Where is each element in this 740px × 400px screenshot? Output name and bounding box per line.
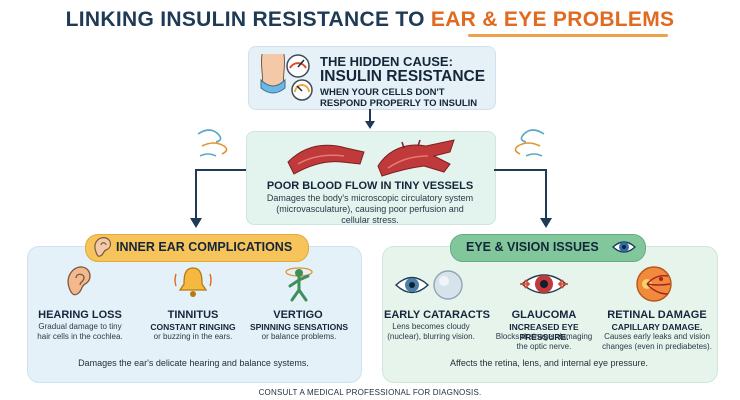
hearing-loss-heading: HEARING LOSS <box>38 309 122 321</box>
arrow-head-eye <box>540 218 552 228</box>
glaucoma-description: Blocks drainage, damaging the optic nerv… <box>495 332 593 351</box>
hearing-loss-description: Gradual damage to tiny hair cells in the… <box>37 322 123 341</box>
vertigo-description: or balance problems. <box>261 332 337 341</box>
eye-icon <box>611 241 637 253</box>
cause-description: WHEN YOUR CELLS DON'T RESPOND PROPERLY T… <box>320 87 478 109</box>
ear-icon <box>94 237 112 257</box>
arrow-to-ear <box>195 169 246 222</box>
vertigo-heading: VERTIGO <box>273 309 323 321</box>
glaucoma-heading: GLAUCOMA <box>511 309 577 321</box>
hidden-cause-box <box>248 46 496 110</box>
arrow-to-eye <box>494 169 547 222</box>
inner-ear-title: INNER EAR COMPLICATIONS <box>116 240 293 254</box>
retina-icon <box>636 266 672 302</box>
inner-ear-title-pill <box>85 234 309 262</box>
title-part-1: LINKING INSULIN RESISTANCE TO <box>65 8 431 31</box>
vertigo-person-icon <box>285 267 313 302</box>
tinnitus-heading: TINNITUS <box>167 309 219 321</box>
disclaimer-footer: CONSULT A MEDICAL PROFESSIONAL FOR DIAGN… <box>258 388 482 397</box>
blood-flow-description: Damages the body's microscopic circulato… <box>266 193 474 225</box>
retinal-damage-description: Causes early leaks and vision changes (e… <box>602 332 712 351</box>
glaucoma-subheading: INCREASED EYE PRESSURE. <box>509 322 579 342</box>
title-part-2-highlight: EAR & EYE PROBLEMS <box>430 8 675 31</box>
inner-ear-footer: Damages the ear's delicate hearing and b… <box>78 358 309 368</box>
body-gauge-icon <box>260 53 313 101</box>
cause-title: INSULIN RESISTANCE <box>320 68 486 85</box>
vertigo-subheading: SPINNING SENSATIONS <box>249 322 349 332</box>
retinal-damage-heading: RETINAL DAMAGE <box>607 309 707 321</box>
retinal-damage-subheading: CAPILLARY DAMAGE. <box>611 322 703 332</box>
arrow-head-ear <box>190 218 202 228</box>
hearing-ear-icon <box>67 266 91 296</box>
arrow-down-icon <box>365 109 375 129</box>
tinnitus-subheading: CONSTANT RINGING <box>150 322 236 332</box>
blood-flow-heading: POOR BLOOD FLOW IN TINY VESSELS <box>266 180 474 192</box>
swirl-decoration-left <box>197 129 228 157</box>
cataracts-heading: EARLY CATARACTS <box>384 309 490 321</box>
glaucoma-eye-icon <box>520 274 568 294</box>
tinnitus-description: or buzzing in the ears. <box>153 332 233 341</box>
eye-vision-title: EYE & VISION ISSUES <box>466 240 599 254</box>
cataracts-description: Lens becomes cloudy (nuclear), blurring … <box>387 322 475 341</box>
blood-vessel-icon <box>287 139 455 177</box>
blood-flow-box <box>246 131 496 225</box>
page-title: LINKING INSULIN RESISTANCE TO EAR & EYE … <box>0 8 740 32</box>
cataract-eye-icon <box>394 270 463 300</box>
cause-label: THE HIDDEN CAUSE: <box>320 54 453 69</box>
eye-vision-footer: Affects the retina, lens, and internal e… <box>450 358 648 368</box>
title-underline <box>468 34 668 37</box>
swirl-decoration-right <box>514 129 545 157</box>
bell-icon <box>174 267 212 297</box>
